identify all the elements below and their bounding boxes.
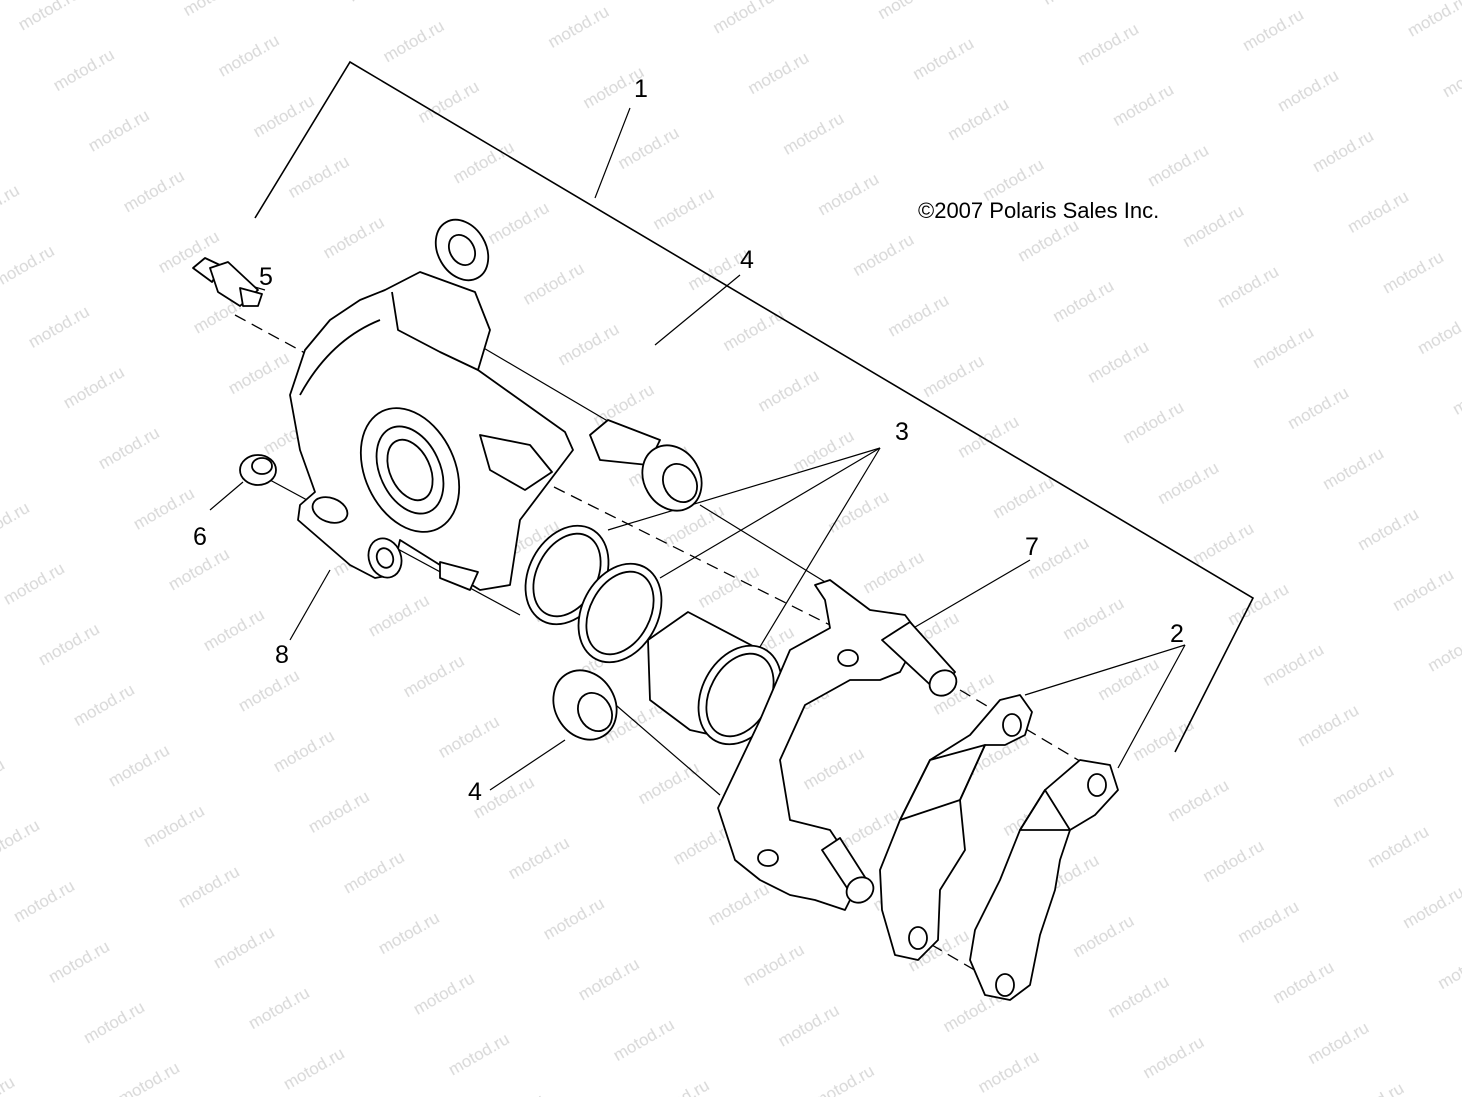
caliper-bracket bbox=[717, 579, 958, 911]
piston-seals bbox=[524, 524, 663, 664]
callout-8: 8 bbox=[275, 641, 289, 669]
callout-3: 3 bbox=[895, 418, 909, 446]
callout-numbers: 1 2 3 4 4 5 6 7 8 bbox=[193, 75, 1184, 806]
callout-7: 7 bbox=[1025, 533, 1039, 561]
assembly-bracket bbox=[254, 60, 1255, 753]
callout-4-lower: 4 bbox=[468, 778, 482, 806]
bleeder-screw bbox=[192, 257, 263, 307]
callout-6: 6 bbox=[193, 523, 207, 551]
callout-5: 5 bbox=[259, 263, 273, 291]
dust-plug bbox=[239, 454, 277, 486]
caliper-body bbox=[289, 218, 574, 591]
callout-1: 1 bbox=[634, 75, 648, 103]
brake-pads bbox=[879, 694, 1119, 1001]
guide-pin-upper bbox=[589, 419, 703, 512]
callout-4-upper: 4 bbox=[740, 246, 754, 274]
guide-boot-lower bbox=[552, 669, 618, 741]
copyright-notice: ©2007 Polaris Sales Inc. bbox=[918, 198, 1159, 223]
callout-2: 2 bbox=[1170, 620, 1184, 648]
